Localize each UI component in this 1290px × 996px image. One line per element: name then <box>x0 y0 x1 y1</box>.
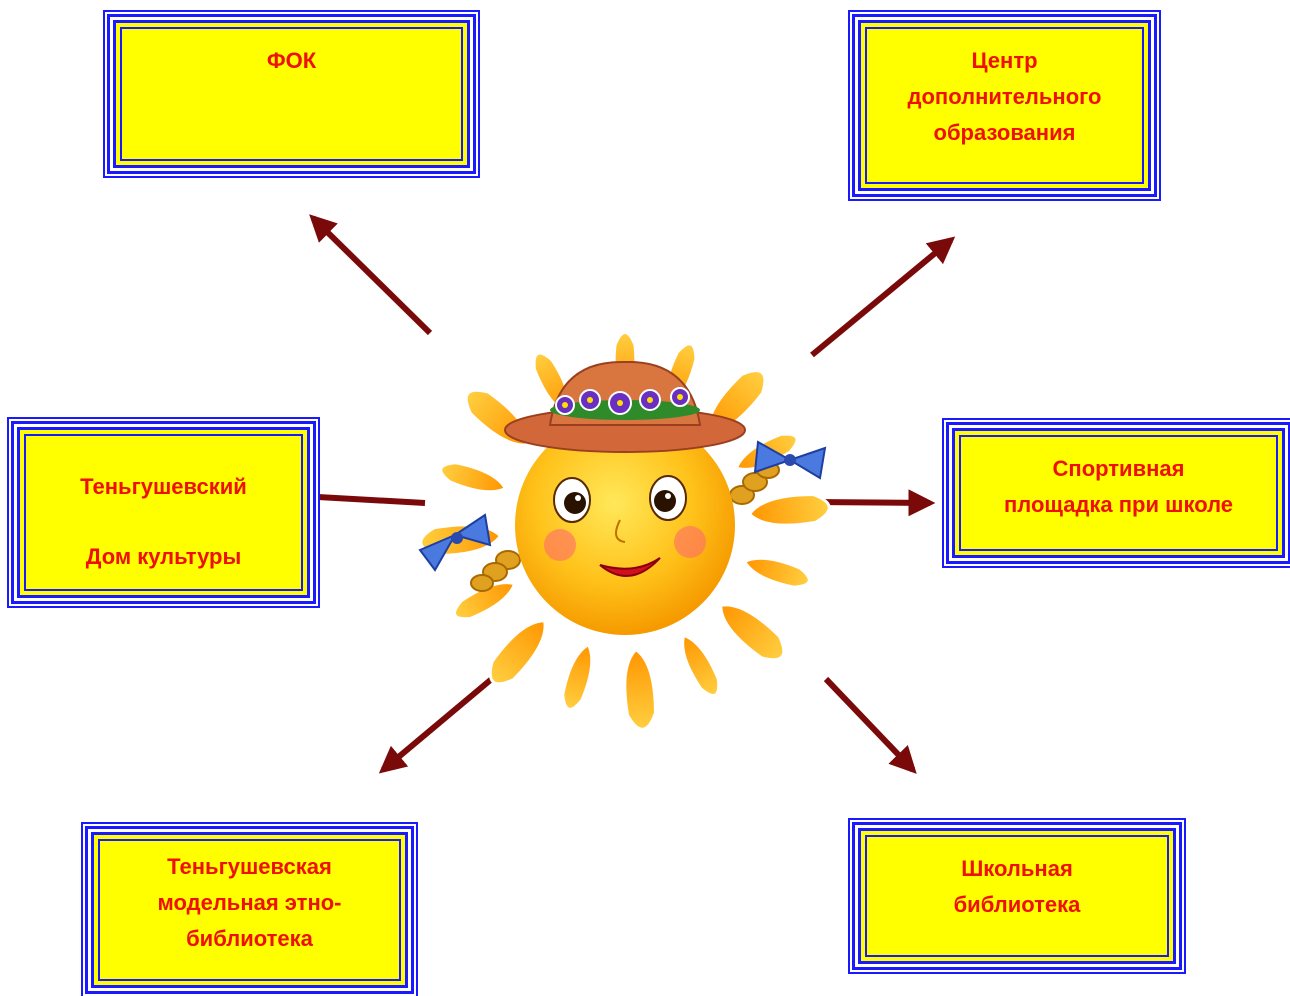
fok-text: ФОК <box>266 48 317 73</box>
arrow-to-fok <box>309 214 433 336</box>
box-fok-label: ФОК <box>126 43 457 79</box>
box-center: Центр дополнительного образования <box>858 20 1151 191</box>
school-line-1: Школьная <box>961 856 1073 881</box>
bow-right <box>753 440 827 480</box>
box-sport-label: Спортивная площадка при школе <box>965 451 1272 523</box>
box-center-label: Центр дополнительного образования <box>871 43 1138 151</box>
arrow-to-house <box>317 494 426 506</box>
center-line-2: дополнительного <box>907 84 1102 109</box>
sun-face <box>515 415 735 635</box>
house-line-2: Дом культуры <box>85 544 242 569</box>
arrow-to-school-library <box>823 676 917 774</box>
bow-left <box>418 513 492 572</box>
library-line-3: библиотека <box>186 926 313 951</box>
box-house-of-culture: Теньгушевский Дом культуры <box>17 427 310 598</box>
box-school-label: Школьная библиотека <box>871 851 1163 923</box>
box-house-label: Теньгушевский Дом культуры <box>30 452 297 592</box>
smile <box>599 557 661 577</box>
nose <box>615 519 626 543</box>
box-ethno-library: Теньгушевская модельная этно- библиотека <box>91 832 408 988</box>
cheek-left <box>544 529 576 561</box>
box-sport-ground: Спортивная площадка при школе <box>952 428 1285 558</box>
sun-rays <box>419 331 831 731</box>
library-line-2: модельная этно- <box>157 890 342 915</box>
arrow-to-library <box>378 669 502 774</box>
sport-line-2: площадка при школе <box>1003 492 1234 517</box>
school-line-2: библиотека <box>953 892 1081 917</box>
box-fok: ФОК <box>113 20 470 168</box>
center-line-3: образования <box>933 120 1076 145</box>
house-line-1: Теньгушевский <box>80 474 247 499</box>
sun-illustration <box>418 331 831 731</box>
flower-wreath <box>550 387 700 420</box>
box-library-label: Теньгушевская модельная этно- библиотека <box>104 849 395 957</box>
arrow-to-center <box>810 236 956 358</box>
center-line-1: Центр <box>971 48 1038 73</box>
arrow-to-sport <box>811 489 936 517</box>
sport-line-1: Спортивная <box>1052 456 1185 481</box>
eyes <box>553 475 687 523</box>
cheek-right <box>674 526 706 558</box>
library-line-1: Теньгушевская <box>167 854 332 879</box>
box-school-library: Школьная библиотека <box>858 828 1176 964</box>
